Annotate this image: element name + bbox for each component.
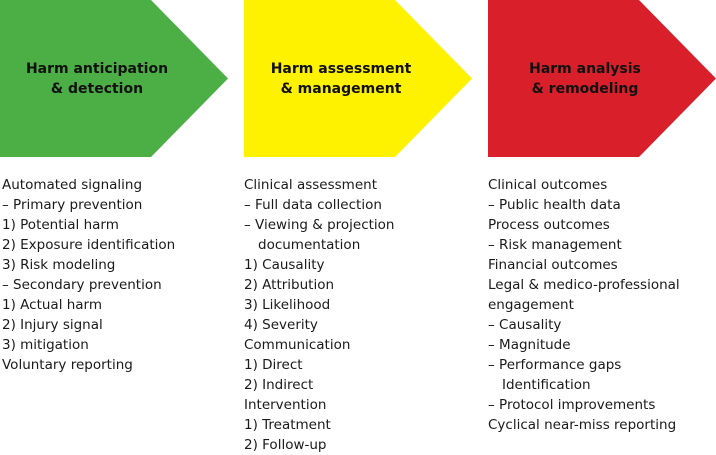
yellow-arrow-shape — [244, 0, 472, 157]
list-item: Clinical outcomes — [488, 177, 608, 193]
list-item: Legal & medico-professional — [488, 277, 680, 293]
list-item: Identification — [502, 377, 591, 393]
list-item: 1) Direct — [244, 357, 303, 373]
stage-title-line1: Harm analysis — [529, 60, 641, 77]
list-item: 1) Causality — [244, 257, 325, 273]
stage-harm-assessment: Harm assessment & management — [244, 0, 472, 157]
list-item: – Public health data — [488, 197, 621, 213]
list-item: 2) Indirect — [244, 377, 314, 393]
list-item: Communication — [244, 337, 351, 353]
list-item: 1) Potential harm — [2, 217, 119, 233]
list-item: 3) Likelihood — [244, 297, 331, 313]
list-item: 3) mitigation — [2, 337, 89, 353]
list-item: Clinical assessment — [244, 177, 377, 193]
list-item: 4) Severity — [244, 317, 318, 333]
stage-title: Harm anticipation & detection — [0, 0, 194, 157]
stage-title-line1: Harm anticipation — [25, 60, 169, 77]
stage-harm-analysis: Harm analysis & remodeling — [488, 0, 716, 157]
list-item: – Causality — [488, 317, 562, 333]
list-item: 1) Actual harm — [2, 297, 103, 313]
stage-harm-anticipation: Harm anticipation & detection — [0, 0, 228, 157]
list-item: – Magnitude — [488, 337, 571, 353]
list-item: Financial outcomes — [488, 257, 618, 273]
stage-title: Harm assessment & management — [244, 0, 438, 157]
list-item: – Full data collection — [244, 197, 382, 213]
stage-1-item-list: Automated signaling – Primary prevention… — [2, 175, 175, 375]
stage-title-line2: & detection — [50, 80, 144, 97]
list-item: 2) Exposure identification — [2, 237, 176, 253]
green-chevron-arrow — [0, 0, 228, 157]
stage-3-item-list: Clinical outcomes – Public health data P… — [488, 175, 680, 435]
list-item: – Secondary prevention — [2, 277, 162, 293]
list-item: Cyclical near-miss reporting — [488, 417, 677, 433]
list-item: Voluntary reporting — [2, 357, 133, 373]
stage-2-item-list: Clinical assessment – Full data collecti… — [244, 175, 394, 455]
list-item: documentation — [258, 237, 361, 253]
list-item: Intervention — [244, 397, 327, 413]
stage-title: Harm analysis & remodeling — [488, 0, 682, 157]
list-item: engagement — [488, 297, 574, 313]
stage-title-line1: Harm assessment — [270, 60, 412, 77]
list-item: 3) Risk modeling — [2, 257, 116, 273]
list-item: – Protocol improvements — [488, 397, 656, 413]
list-item: 1) Treatment — [244, 417, 331, 433]
list-item: – Viewing & projection — [244, 217, 395, 233]
stage-title-line2: & management — [280, 80, 402, 97]
yellow-chevron-arrow — [244, 0, 472, 157]
list-item: – Performance gaps — [488, 357, 622, 373]
list-item: – Primary prevention — [2, 197, 143, 213]
red-chevron-arrow — [488, 0, 716, 157]
green-arrow-shape — [0, 0, 228, 157]
list-item: Process outcomes — [488, 217, 610, 233]
stage-title-line2: & remodeling — [531, 80, 639, 97]
list-item: 2) Attribution — [244, 277, 335, 293]
list-item: 2) Injury signal — [2, 317, 103, 333]
list-item: 2) Follow-up — [244, 437, 327, 453]
red-arrow-shape — [488, 0, 716, 157]
list-item: Automated signaling — [2, 177, 143, 193]
list-item: – Risk management — [488, 237, 622, 253]
